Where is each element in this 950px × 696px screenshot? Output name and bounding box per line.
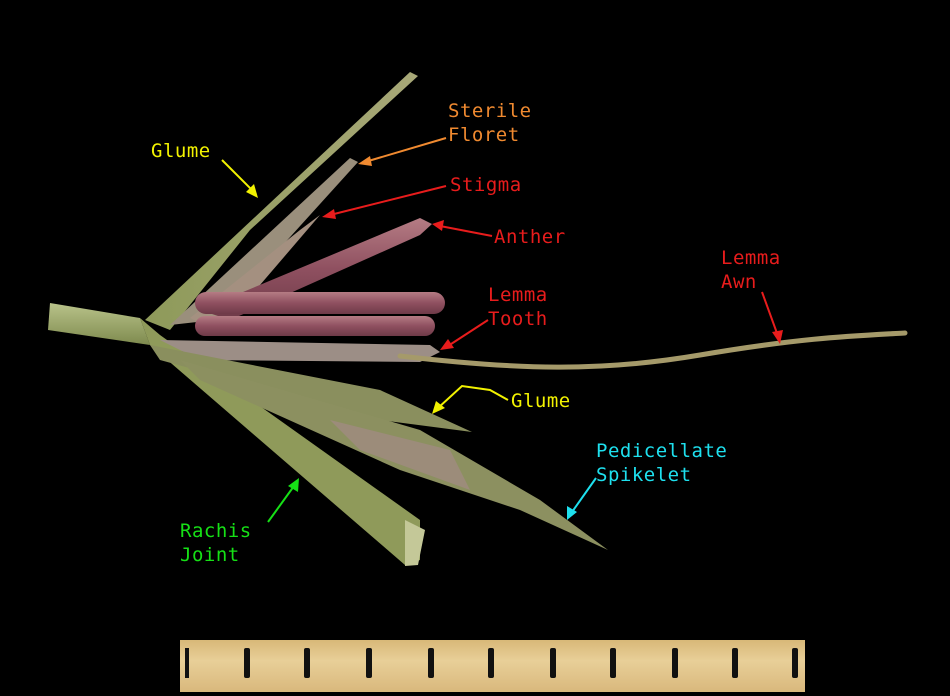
label-lemma-tooth-line2: Tooth <box>488 308 548 330</box>
label-glume-bottom: Glume <box>511 390 571 412</box>
arrowhead-stigma <box>322 209 336 219</box>
arrowhead-glume-bottom <box>432 401 445 414</box>
label-rachis-line2: Joint <box>180 544 240 566</box>
label-pedicellate-line2: Spikelet <box>596 464 692 486</box>
ruler-tick <box>428 648 434 678</box>
ruler-tick <box>304 648 310 678</box>
arrow-anther <box>439 225 493 237</box>
lemma-awn <box>397 330 908 370</box>
lower-glume <box>150 345 472 432</box>
anther-middle-1 <box>195 292 445 314</box>
arrow-lemma-tooth <box>447 319 489 347</box>
annotation-arrows <box>221 137 783 523</box>
ruler-tick <box>792 648 798 678</box>
ruler-tick <box>672 648 678 678</box>
arrow-sterile-floret <box>364 137 447 163</box>
arrow-pedicellate <box>571 477 597 513</box>
pedicellate-floret-tint <box>330 420 470 490</box>
label-lemma-tooth-line1: Lemma <box>488 284 548 306</box>
arrow-stigma <box>329 185 447 216</box>
label-stigma: Stigma <box>450 174 522 196</box>
arrowhead-sterile-floret <box>358 156 372 166</box>
arrowhead-glume-top <box>246 184 258 198</box>
label-anther: Anther <box>494 226 566 248</box>
arrow-glume-bottom <box>437 384 509 409</box>
ruler-tick <box>185 648 189 678</box>
label-pedicellate-line1: Pedicellate <box>596 440 728 462</box>
label-rachis-line1: Rachis <box>180 520 252 542</box>
sterile-floret <box>170 158 358 325</box>
ruler-tick <box>550 648 556 678</box>
ruler-ticks <box>185 648 798 678</box>
lemma-body <box>160 340 440 362</box>
scale-ruler <box>180 640 805 692</box>
ruler-tick <box>610 648 616 678</box>
arrowhead-lemma-tooth <box>440 339 454 350</box>
arrowhead-lemma-awn <box>772 330 783 344</box>
arrowhead-anther <box>432 220 444 231</box>
label-glume-top: Glume <box>151 140 211 162</box>
arrowhead-pedicellate <box>567 506 577 520</box>
ruler-tick <box>244 648 250 678</box>
label-lemma-awn-line1: Lemma <box>721 247 781 269</box>
ruler-tick <box>366 648 372 678</box>
upper-glume <box>145 72 418 330</box>
arrow-lemma-awn <box>761 291 779 337</box>
label-lemma-awn-line2: Awn <box>721 271 757 293</box>
anther-middle-2 <box>195 316 435 336</box>
arrow-rachis <box>267 485 295 523</box>
ruler-tick <box>732 648 738 678</box>
label-sterile-floret-line1: Sterile <box>448 100 532 122</box>
arrowhead-rachis <box>288 478 299 492</box>
ruler-tick <box>488 648 494 678</box>
label-sterile-floret-line2: Floret <box>448 124 520 146</box>
